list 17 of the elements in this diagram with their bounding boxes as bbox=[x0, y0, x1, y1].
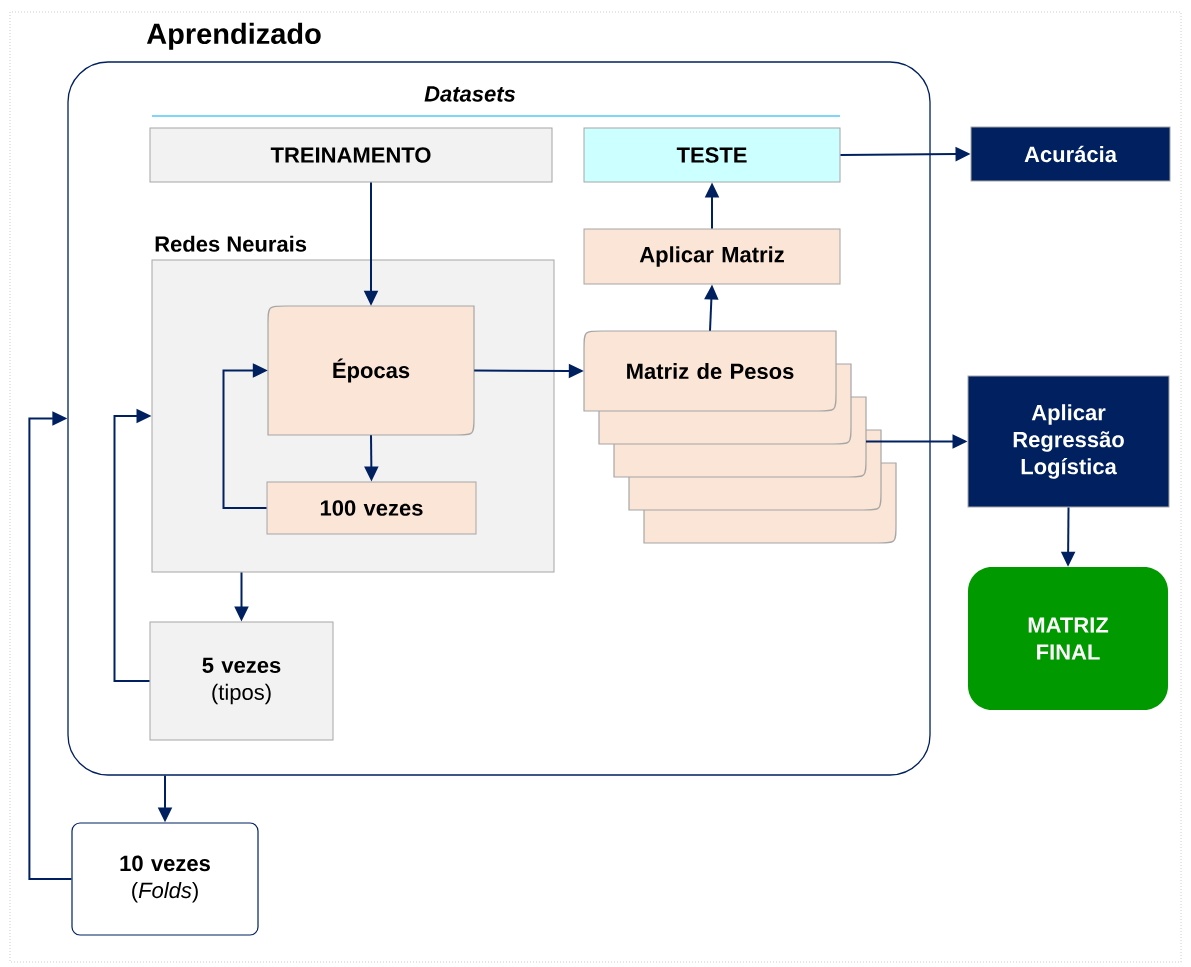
arrow bbox=[28, 411, 73, 880]
process-box: 100 vezes bbox=[266, 481, 477, 535]
arrow bbox=[222, 363, 268, 509]
node-label: Redes Neurais bbox=[155, 235, 307, 252]
process-box: 10 vezes (Folds) bbox=[71, 822, 259, 936]
node-label: Matriz de Pesos bbox=[627, 362, 794, 380]
process-box: Épocas bbox=[267, 305, 475, 436]
process-box: Aplicar Regressão Logística bbox=[967, 375, 1170, 508]
process-box: Aplicar Matriz bbox=[583, 228, 841, 285]
section-heading: Datasets bbox=[424, 86, 516, 102]
stacked-cards: Matriz de Pesos bbox=[583, 330, 897, 544]
process-box: Acurácia bbox=[970, 126, 1171, 182]
process-box: TREINAMENTO bbox=[149, 127, 553, 183]
process-box: 5 vezes (tipos) bbox=[149, 621, 334, 741]
process-box: TESTE bbox=[583, 127, 841, 183]
node-label: Aprendizado bbox=[146, 22, 321, 50]
result-box: MATRIZ FINAL bbox=[968, 567, 1168, 710]
